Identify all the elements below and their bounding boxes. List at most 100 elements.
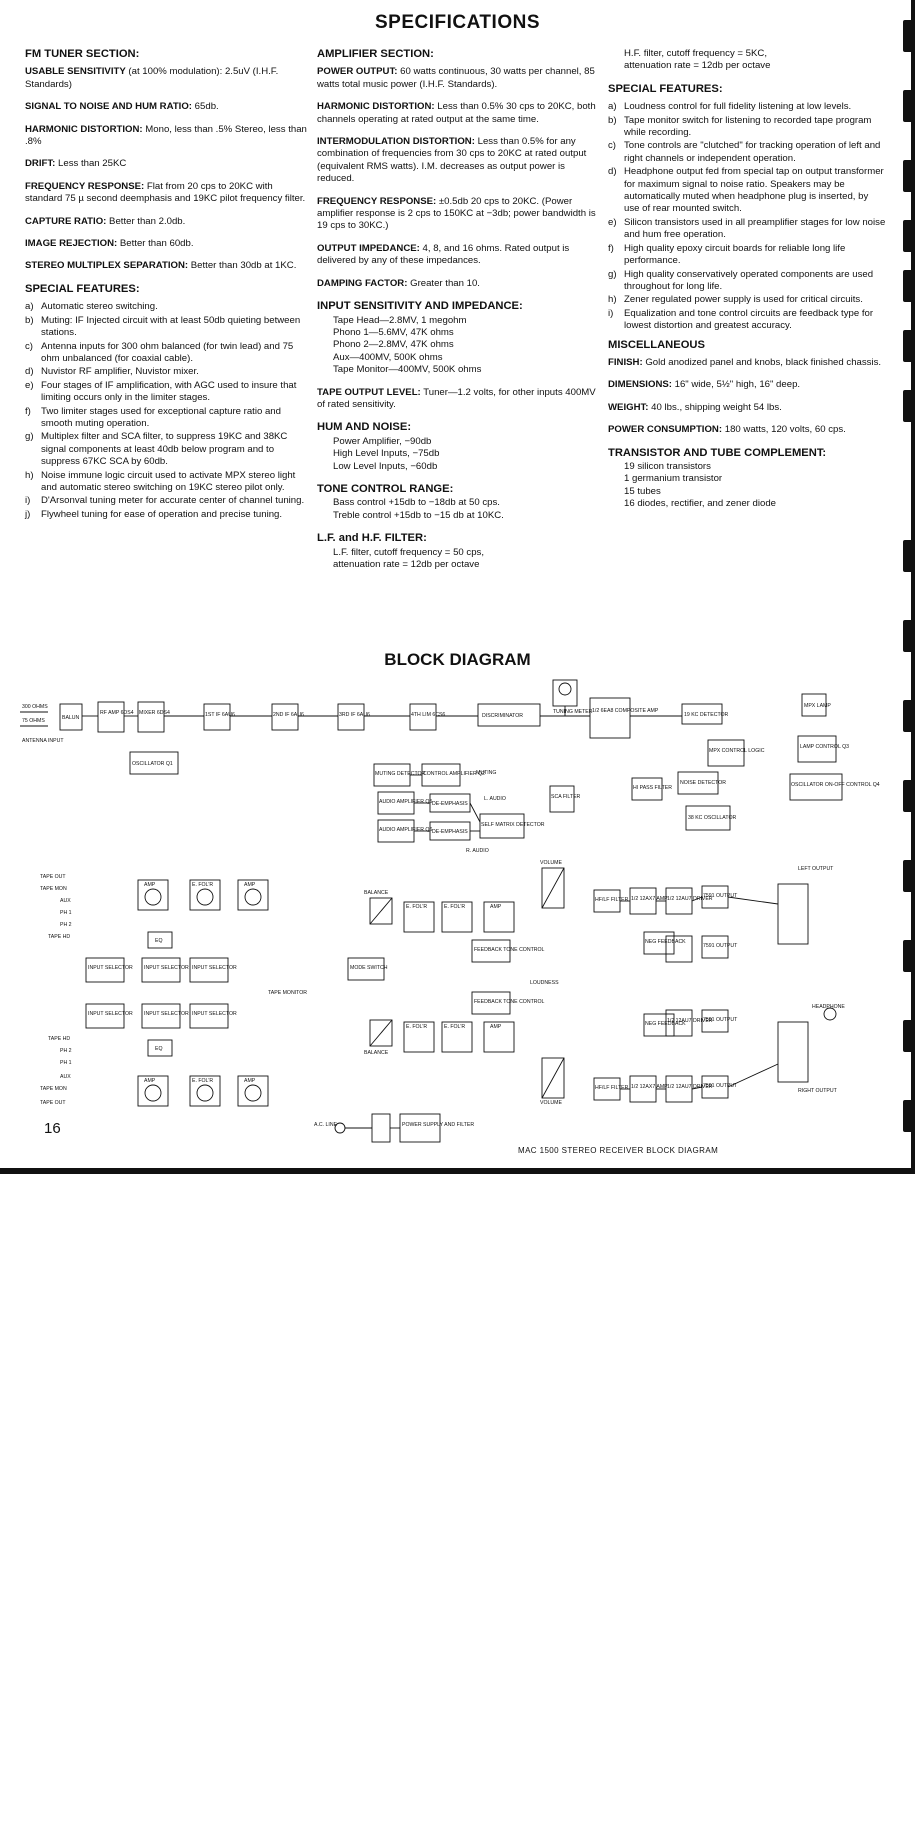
efolr-q15-block	[403, 901, 435, 933]
spec-item: FREQUENCY RESPONSE: ±0.5db 20 cps to 20K…	[317, 196, 599, 233]
spec-item: DIMENSIONS: 16" wide, 5½" high, 16" deep…	[608, 379, 886, 391]
spec-item: WEIGHT: 40 lbs., shipping weight 54 lbs.	[608, 402, 886, 414]
balance-pot-lower	[369, 1019, 393, 1047]
input-selector-4-label: INPUT SELECTOR	[88, 1011, 133, 1017]
spec-label: DRIFT:	[25, 158, 56, 170]
output-7591-3-label: 7591 OUTPUT	[703, 1017, 738, 1023]
feedback-tone-lower	[471, 991, 511, 1015]
efolr-q16-block	[403, 1021, 435, 1053]
eq-upper-label: EQ	[155, 938, 163, 944]
spec-text: Better than 2.0db.	[106, 215, 186, 227]
feature-item: e)Four stages of IF amplification, with …	[25, 380, 310, 405]
discriminator-label: DISCRIMINATOR	[482, 713, 523, 719]
feature-item: i)Equalization and tone control circuits…	[608, 308, 886, 333]
amplifier-column: AMPLIFIER SECTION: POWER OUTPUT: 60 watt…	[317, 48, 599, 581]
volume-pot-lower	[541, 1057, 565, 1099]
amp-q20-label: AMP	[490, 1024, 502, 1030]
ac-line-label: A.C. LINE	[314, 1122, 338, 1128]
feature-item: f)Two limiter stages used for exceptiona…	[25, 406, 310, 431]
text-line: Phono 2—2.8MV, 47K ohms	[333, 339, 454, 351]
meter-dial-icon	[558, 682, 572, 696]
amp-q13-block	[237, 879, 269, 911]
label-300-ohms: 300 OHMS	[22, 704, 48, 710]
binder-tab	[903, 220, 913, 252]
spec-item: DAMPING FACTOR: Greater than 10.	[317, 278, 599, 290]
osc-38kc-block	[685, 805, 731, 831]
sca-filter-label: SCA FILTER	[551, 794, 581, 800]
transistor-icon	[144, 888, 162, 906]
composite-amp-label: 1/2 6EA8 COMPOSITE AMP	[592, 708, 659, 714]
binder-tab	[903, 540, 913, 572]
if3-block	[337, 703, 365, 731]
spec-item: DRIFT: Less than 25KC	[25, 158, 310, 170]
self-matrix-detector-block	[479, 813, 525, 839]
feature-key: j)	[25, 508, 31, 520]
feedback-tone-upper-label: FEEDBACK TONE CONTROL	[474, 947, 545, 953]
mpx-control-logic-label: MPX CONTROL LOGIC	[709, 748, 765, 754]
spec-item: HARMONIC DISTORTION: Mono, less than .5%…	[25, 124, 310, 149]
feature-item: a)Loudness control for full fidelity lis…	[608, 101, 886, 113]
tape-output-label: TAPE OUTPUT LEVEL:	[317, 386, 421, 398]
lamp-control-block	[797, 735, 837, 763]
detector-19kc-block	[681, 703, 723, 725]
col3-feature-list: a)Loudness control for full fidelity lis…	[608, 101, 886, 332]
block-diagram-caption: MAC 1500 STEREO RECEIVER BLOCK DIAGRAM	[518, 1146, 719, 1155]
left-output-terminals	[777, 883, 809, 945]
feature-item: g)Multiplex filter and SCA filter, to su…	[25, 431, 310, 468]
power-amp-stage: HF/LF FILTER 1/2 12AX7 AMP 1/2 12AU7 DRI…	[593, 866, 845, 1103]
left-output-label: LEFT OUTPUT	[798, 866, 834, 872]
text-line: Tape Monitor—400MV, 500K ohms	[333, 364, 482, 376]
jack-tape-mon-upper: TAPE MON	[40, 886, 67, 892]
muting-and-mpx-group: OSCILLATOR Q1 MUTING DETECTOR CONTROL AM…	[129, 735, 880, 854]
feature-text: Muting: IF Injected circuit with at leas…	[41, 314, 301, 339]
fuse-block	[371, 1113, 391, 1143]
binder-tab	[903, 1100, 913, 1132]
feature-text: Equalization and tone control circuits a…	[624, 307, 874, 332]
spec-label: INTERMODULATION DISTORTION:	[317, 136, 475, 148]
spec-item: POWER OUTPUT: 60 watts continuous, 30 wa…	[317, 66, 599, 91]
output-7591-2-label: 7591 OUTPUT	[703, 943, 738, 949]
binder-tab	[903, 330, 913, 362]
amp-q20-block	[483, 1021, 515, 1053]
transistor-icon	[196, 888, 214, 906]
efolr-q15-label: E. FOL'R	[406, 904, 427, 910]
spec-text: ±0.5db 20 cps to 20KC. (Power amplifier …	[317, 195, 596, 232]
feature-text: Two limiter stages used for exceptional …	[41, 405, 281, 429]
ac-plug-icon	[334, 1122, 346, 1134]
if-strip: BALUN RF AMP 6DS4 MIXER 6DS4 1ST IF 6AU6…	[59, 679, 831, 739]
noise-detector-block	[677, 771, 719, 795]
feature-key: f)	[608, 242, 614, 254]
amp-12ax7-upper-label: 1/2 12AX7 AMP	[631, 896, 668, 902]
text-line: H.F. filter, cutoff frequency = 5KC,	[624, 48, 767, 59]
text-line: Bass control +15db to −18db at 50 cps.	[333, 497, 500, 509]
jack-ph1-upper: PH 1	[60, 910, 72, 916]
feature-key: b)	[25, 314, 34, 326]
volume-lower-label: VOLUME	[540, 1100, 562, 1106]
hf-lf-filter-upper-label: HF/LF FILTER	[595, 897, 629, 903]
misc-spec-list: FINISH: Gold anodized panel and knobs, b…	[608, 357, 886, 437]
amp-q10-block	[137, 1075, 169, 1107]
tape-output-text: Tuner—1.2 volts, for other inputs 400MV …	[317, 386, 596, 410]
neg-feedback-upper	[643, 931, 675, 955]
oscillator-block	[129, 751, 179, 775]
spec-text: 16" wide, 5½" high, 16" deep.	[671, 379, 801, 391]
discriminator-block	[477, 703, 541, 727]
feature-text: D'Arsonval tuning meter for accurate cen…	[41, 495, 305, 507]
spec-item: STEREO MULTIPLEX SEPARATION: Better than…	[25, 260, 310, 272]
if3-label: 3RD IF 6AU6	[339, 712, 370, 718]
volume-upper-label: VOLUME	[540, 860, 562, 866]
efolr-q17-label: E. FOL'R	[444, 904, 465, 910]
feature-item: d)Nuvistor RF amplifier, Nuvistor mixer.	[25, 366, 310, 378]
text-line: Power Amplifier, −90db	[333, 435, 432, 447]
hi-pass-filter-block	[631, 777, 663, 801]
text-line: 1 germanium transistor	[624, 473, 723, 485]
feedback-tone-upper	[471, 939, 511, 963]
page-number: 16	[44, 1120, 61, 1137]
input-selector-6	[189, 1003, 229, 1029]
spec-text: 180 watts, 120 volts, 60 cps.	[722, 424, 846, 436]
amp-12ax7-lower-label: 1/2 12AX7 AMP	[631, 1084, 668, 1090]
spec-text: 40 lbs., shipping weight 54 lbs.	[648, 401, 782, 413]
text-line: 15 tubes	[624, 485, 661, 497]
spec-label: IMAGE REJECTION:	[25, 238, 118, 250]
feature-text: Headphone output fed from special tap on…	[624, 166, 884, 215]
